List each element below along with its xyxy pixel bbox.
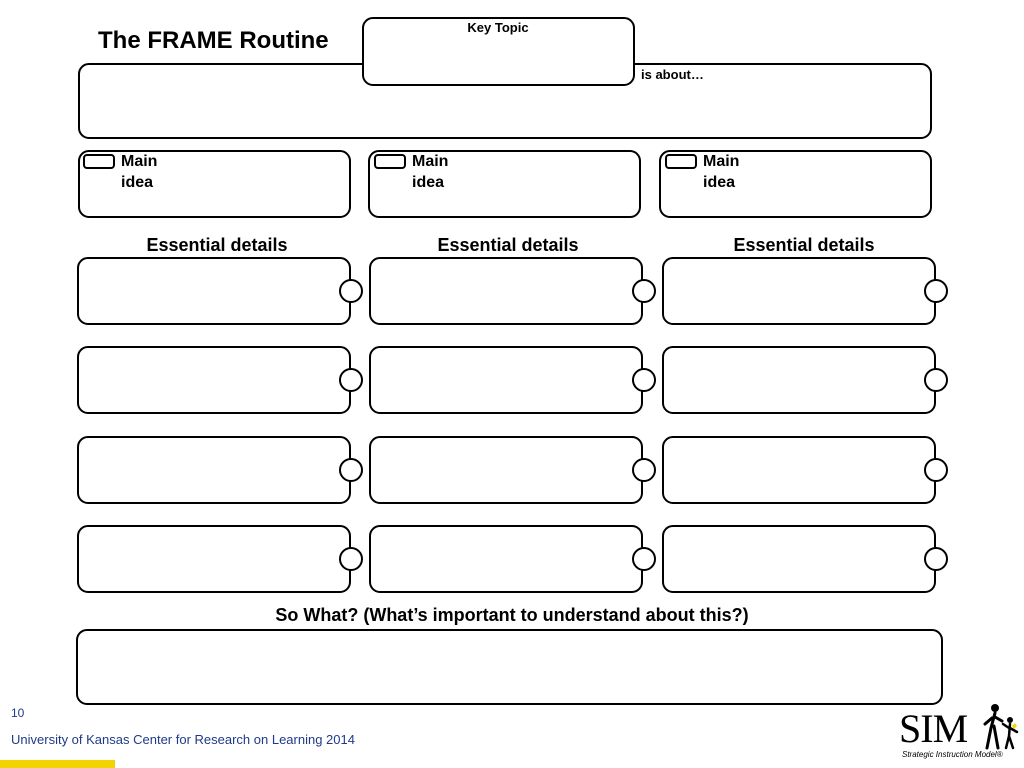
connector-circle-icon bbox=[632, 547, 656, 571]
main-idea-label-1-line1: Main bbox=[121, 153, 158, 170]
connector-circle-icon bbox=[924, 279, 948, 303]
main-idea-box-2[interactable] bbox=[368, 150, 641, 218]
so-what-box[interactable] bbox=[76, 629, 943, 705]
detail-box-c3-r1[interactable] bbox=[662, 257, 936, 325]
connector-circle-icon bbox=[339, 547, 363, 571]
detail-box-c1-r2[interactable] bbox=[77, 346, 351, 414]
detail-box-c1-r1[interactable] bbox=[77, 257, 351, 325]
detail-box-c2-r2[interactable] bbox=[369, 346, 643, 414]
key-topic-box[interactable] bbox=[362, 17, 635, 86]
is-about-label: is about… bbox=[641, 67, 704, 82]
main-idea-label-2: Main idea bbox=[412, 151, 472, 193]
so-what-label: So What? (What’s important to understand… bbox=[275, 605, 749, 625]
main-idea-label-3: Main idea bbox=[703, 151, 763, 193]
key-topic-label: Key Topic bbox=[467, 20, 529, 35]
main-idea-label-3-line2: idea bbox=[703, 174, 736, 191]
detail-box-c1-r4[interactable] bbox=[77, 525, 351, 593]
main-idea-label-1-line2: idea bbox=[121, 174, 154, 191]
detail-box-c2-r3[interactable] bbox=[369, 436, 643, 504]
connector-circle-icon bbox=[924, 547, 948, 571]
connector-circle-icon bbox=[924, 368, 948, 392]
essential-details-heading-2: Essential details bbox=[437, 235, 579, 255]
detail-box-c1-r3[interactable] bbox=[77, 436, 351, 504]
main-idea-box-3[interactable] bbox=[659, 150, 932, 218]
connector-circle-icon bbox=[339, 279, 363, 303]
page-title: The FRAME Routine bbox=[98, 27, 329, 54]
essential-details-heading-1: Essential details bbox=[146, 235, 288, 255]
main-idea-label-2-line2: idea bbox=[412, 174, 445, 191]
connector-circle-icon bbox=[339, 458, 363, 482]
sim-logo: SIM bbox=[899, 706, 968, 751]
main-idea-checkbox-3[interactable] bbox=[665, 154, 697, 169]
sim-logo-tagline: Strategic Instruction Model® bbox=[902, 750, 1003, 759]
main-idea-checkbox-1[interactable] bbox=[83, 154, 115, 169]
main-idea-box-1[interactable] bbox=[78, 150, 351, 218]
connector-circle-icon bbox=[339, 368, 363, 392]
detail-box-c3-r2[interactable] bbox=[662, 346, 936, 414]
page-number: 10 bbox=[11, 706, 25, 720]
sim-logo-figures-icon bbox=[983, 704, 1019, 750]
footer-credit: University of Kansas Center for Research… bbox=[11, 732, 355, 747]
main-idea-label-3-line1: Main bbox=[703, 153, 740, 170]
connector-circle-icon bbox=[632, 368, 656, 392]
connector-circle-icon bbox=[632, 458, 656, 482]
connector-circle-icon bbox=[924, 458, 948, 482]
main-idea-label-1: Main idea bbox=[121, 151, 181, 193]
detail-box-c2-r4[interactable] bbox=[369, 525, 643, 593]
detail-box-c3-r3[interactable] bbox=[662, 436, 936, 504]
detail-box-c3-r4[interactable] bbox=[662, 525, 936, 593]
main-idea-checkbox-2[interactable] bbox=[374, 154, 406, 169]
detail-box-c2-r1[interactable] bbox=[369, 257, 643, 325]
essential-details-heading-3: Essential details bbox=[733, 235, 875, 255]
connector-circle-icon bbox=[632, 279, 656, 303]
footer-accent-bar bbox=[0, 760, 115, 768]
main-idea-label-2-line1: Main bbox=[412, 153, 449, 170]
